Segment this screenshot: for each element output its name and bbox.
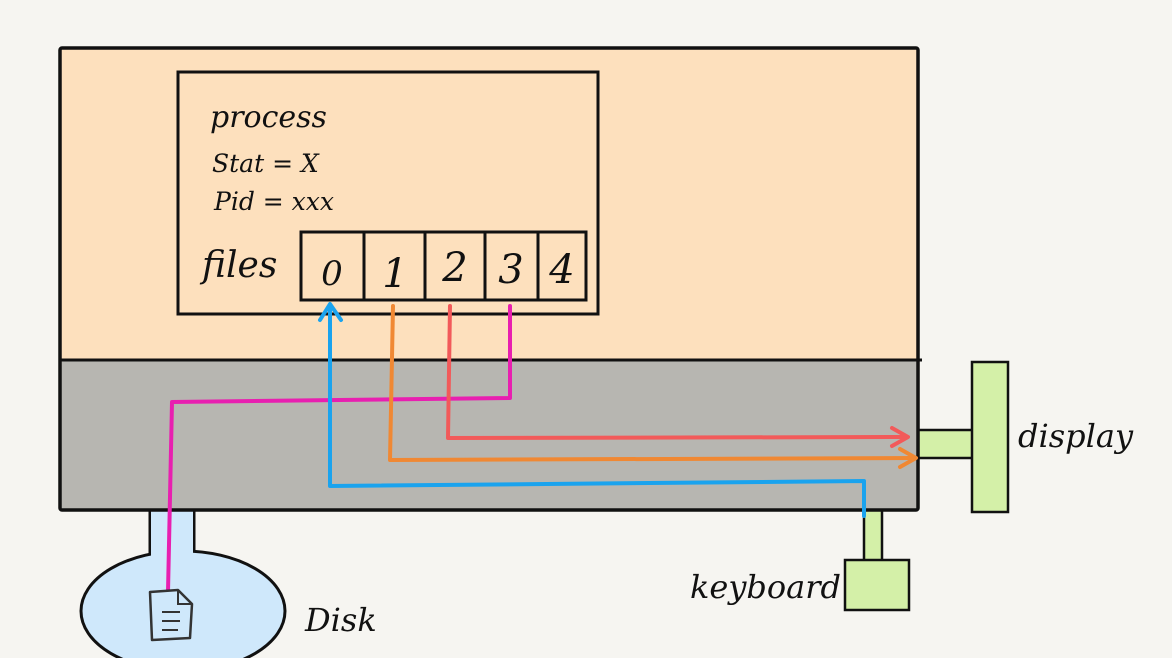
process-title: process (210, 100, 327, 135)
display-label: display (1018, 417, 1134, 455)
keyboard-label: keyboard (690, 568, 841, 606)
fd3-to-disk-line (166, 304, 512, 594)
process-box: process Stat = X Pid = xxx files 0 1 2 3… (176, 70, 600, 316)
keyboard-connector (862, 503, 884, 567)
fd-slot-1: 1 (382, 251, 407, 297)
fd2-arrowhead (890, 426, 910, 448)
process-pid: Pid = xxx (213, 187, 334, 216)
fd0-arrowhead (318, 302, 343, 322)
kernel-space (60, 360, 918, 510)
fd2-to-display-line (446, 304, 908, 440)
machine-outline (58, 46, 920, 512)
fd1-to-display-line (388, 304, 916, 462)
fd-slot-0: 0 (321, 254, 343, 294)
disk-label: Disk (304, 601, 377, 639)
machine (58, 46, 922, 512)
process-stat: Stat = X (212, 149, 320, 178)
fd-slot-3: 3 (498, 247, 523, 293)
connections (166, 302, 918, 594)
display-device (910, 360, 1010, 514)
user-space (60, 48, 918, 360)
display-body (970, 360, 1010, 514)
fd-table-outline (299, 230, 588, 302)
keyboard-device (843, 503, 911, 612)
keyboard-to-fd0-line (328, 304, 866, 518)
fd-slot-2: 2 (441, 245, 467, 291)
process-outline (176, 70, 600, 316)
fd1-arrowhead (898, 447, 918, 469)
display-connector (910, 428, 976, 460)
document-icon (148, 588, 194, 642)
keyboard-body (843, 558, 911, 612)
fd-slot-4: 4 (548, 247, 574, 293)
file-descriptor-table: 0 1 2 3 4 (299, 230, 588, 302)
files-label: files (199, 245, 277, 286)
